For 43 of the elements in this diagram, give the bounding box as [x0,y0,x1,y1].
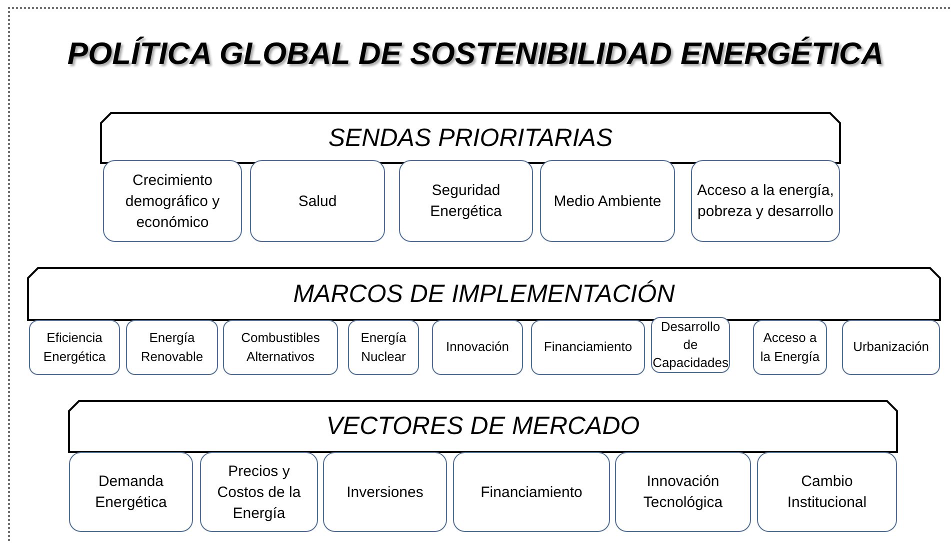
box-label: Financiamiento [544,338,632,356]
category-box [691,160,840,242]
category-box [432,320,523,375]
box-label: Desarrollo de Capacidades [652,318,728,372]
category-box [69,452,193,532]
category-box [615,452,751,532]
box-label: Eficiencia Energética [42,329,107,366]
band-title: SENDAS PRIORITARIAS [328,124,613,152]
box-label: Financiamiento [480,482,582,502]
box-label: Crecimiento demográfico y económico [124,170,221,232]
category-box [540,160,675,242]
box-label: Energía Nuclear [360,329,408,366]
box-label: Combustibles Alternativos [240,329,321,366]
box-label: Innovación Tecnológica [642,472,724,513]
box-label: Seguridad Energética [429,181,503,222]
box-label: Cambio Institucional [786,472,868,513]
band-title: VECTORES DE MERCADO [326,412,640,441]
category-box [842,320,940,375]
band-title: MARCOS DE IMPLEMENTACIÓN [293,280,675,308]
box-label: Medio Ambiente [554,192,662,212]
category-box [757,452,897,532]
category-box [399,160,533,242]
category-box [453,452,610,532]
box-label: Urbanización [853,338,929,356]
box-label: Demanda Energética [94,472,168,513]
category-box [753,320,827,375]
box-label: Inversiones [346,482,424,502]
box-label: Acceso a la Energía [759,329,821,366]
category-box [223,320,338,375]
category-box [531,320,645,375]
category-box [348,320,419,375]
box-label: Salud [298,192,337,212]
category-box [103,160,242,242]
category-box [126,320,218,375]
diagram-title: POLÍTICA GLOBAL DE SOSTENIBILIDAD ENERGÉTICA [66,36,885,72]
box-label: Precios y Costos de la Energía [216,462,302,524]
category-box [29,320,120,375]
category-box [250,160,385,242]
box-label: Energía Renovable [140,329,204,366]
box-label: Innovación [446,338,509,356]
category-box [200,452,318,532]
box-label: Acceso a la energía, pobreza y desarrollo [696,181,835,222]
category-box [323,452,447,532]
